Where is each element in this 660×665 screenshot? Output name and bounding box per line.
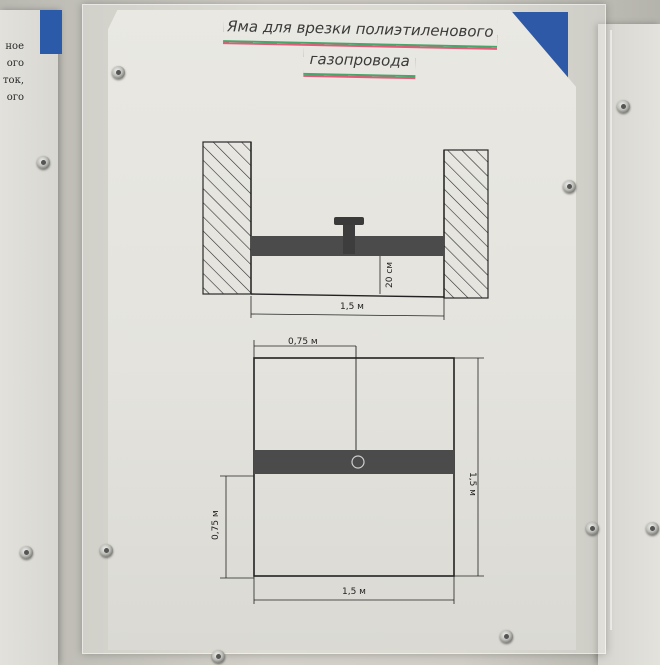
left-blue-corner: [40, 10, 62, 54]
side-fragment: ого: [6, 58, 24, 69]
section-view: 20 см 1,5 м: [202, 141, 489, 320]
screw-icon: [100, 544, 113, 557]
side-fragment: ток,: [3, 75, 24, 86]
screw-icon: [500, 630, 513, 643]
plan-width-label: 1,5 м: [342, 587, 366, 597]
right-wall-hatch: [443, 149, 489, 299]
screw-icon: [617, 100, 630, 113]
left-wall-hatch: [202, 141, 252, 295]
screw-icon: [563, 180, 576, 193]
screw-icon: [112, 66, 125, 79]
right-acrylic-edge: [610, 30, 660, 630]
left-sheet-text: ное ого ток, ого: [2, 38, 24, 106]
plan-view: 0,75 м 0,75 м 1,5 м 1,5 м: [211, 337, 484, 604]
left-offset-label: 0,75 м: [211, 510, 221, 540]
top-offset-label: 0,75 м: [288, 337, 318, 347]
depth-label: 20 см: [385, 262, 395, 288]
pit-bottom: [250, 293, 445, 298]
tapping-point-icon: [351, 455, 365, 469]
side-fragment: ого: [6, 92, 24, 103]
tapping-tee-stem: [343, 224, 355, 254]
section-width-dimension: [250, 313, 445, 317]
screw-icon: [212, 650, 225, 663]
screw-icon: [646, 522, 659, 535]
screw-icon: [586, 522, 599, 535]
side-fragment: ное: [5, 41, 24, 52]
height-label: 1,5 м: [467, 472, 477, 496]
right-neighbor-sheet: [598, 24, 660, 665]
tapping-tee-cap: [334, 217, 364, 225]
screw-icon: [37, 156, 50, 169]
poster-sheet: [108, 10, 576, 650]
screw-icon: [20, 546, 33, 559]
pipe-plan: [254, 450, 454, 474]
section-width-label: 1,5 м: [340, 302, 364, 312]
